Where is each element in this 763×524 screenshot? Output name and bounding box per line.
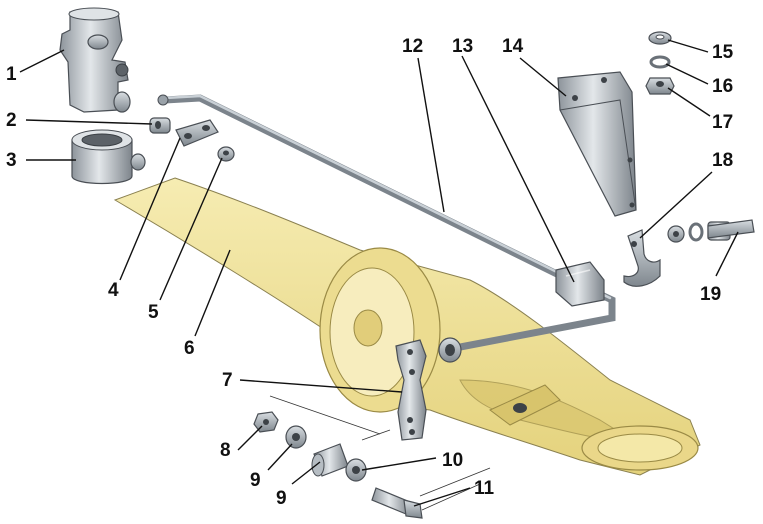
callout-14: 14 bbox=[502, 36, 524, 57]
clamp bbox=[623, 229, 661, 287]
callout-11: 11 bbox=[474, 478, 495, 499]
bushing-9-left bbox=[285, 425, 307, 449]
callout-3: 3 bbox=[6, 150, 17, 171]
washer-15 bbox=[648, 31, 672, 45]
assembly-guide-lines bbox=[269, 395, 491, 511]
nut-17 bbox=[645, 77, 675, 95]
leader-lines bbox=[19, 39, 739, 507]
lock-washer-16 bbox=[649, 55, 671, 69]
bar-cushion bbox=[555, 261, 605, 307]
ring-housing bbox=[71, 129, 146, 185]
callout-2: 2 bbox=[6, 110, 17, 131]
callout-7: 7 bbox=[222, 370, 233, 391]
callout-4: 4 bbox=[108, 280, 119, 301]
small-nut bbox=[217, 146, 235, 162]
callout-labels: 1 2 3 4 5 6 7 8 9 9 10 11 12 13 14 15 16… bbox=[6, 36, 734, 509]
small-bush bbox=[149, 117, 171, 134]
link-plate bbox=[175, 119, 219, 147]
bolt-19 bbox=[667, 219, 755, 243]
spacer-sleeve-10 bbox=[311, 443, 349, 477]
callout-9-right: 10 bbox=[442, 450, 463, 471]
callout-8: 8 bbox=[220, 440, 231, 461]
callout-9-left: 9 bbox=[250, 470, 261, 491]
bolt-11 bbox=[371, 487, 423, 519]
callout-12: 12 bbox=[402, 36, 423, 57]
callout-15: 15 bbox=[712, 42, 734, 63]
callout-1: 1 bbox=[6, 64, 17, 85]
nut-8 bbox=[253, 411, 279, 433]
callout-16: 16 bbox=[712, 76, 733, 97]
bar-end-eye bbox=[438, 337, 462, 363]
mounting-bracket bbox=[557, 71, 637, 217]
callout-6: 6 bbox=[184, 338, 195, 359]
callout-13: 13 bbox=[452, 36, 473, 57]
callout-17: 17 bbox=[712, 112, 733, 133]
callout-5: 5 bbox=[148, 302, 159, 323]
link-bracket bbox=[395, 339, 427, 441]
callout-10: 9 bbox=[276, 488, 287, 509]
callout-18: 18 bbox=[712, 150, 733, 171]
trailing-arm-beam bbox=[113, 177, 701, 476]
callout-19: 19 bbox=[700, 284, 721, 305]
brake-regulator bbox=[59, 7, 131, 113]
